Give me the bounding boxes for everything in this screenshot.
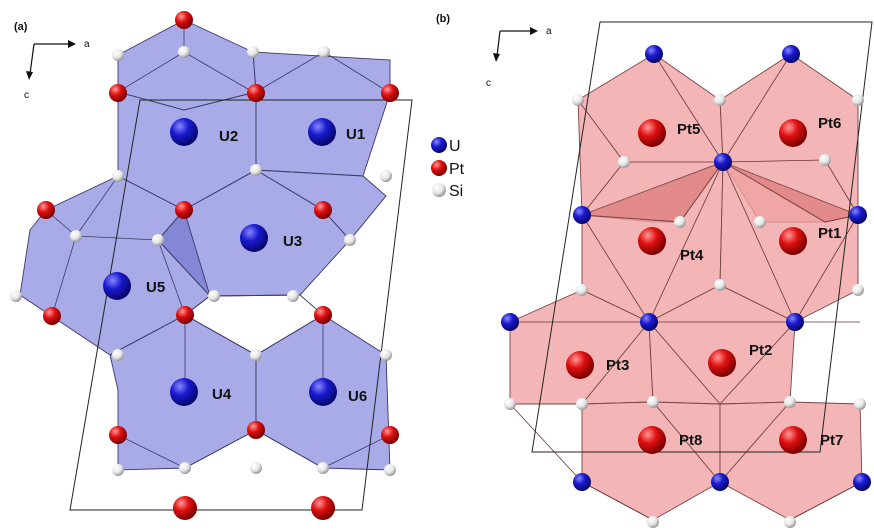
panel-b-unit-cell [531,21,873,453]
panel-b-pt-atoms [566,119,807,454]
legend-pt-swatch [431,160,447,176]
label-u3: U3 [283,233,302,250]
pt-polyhedra [509,53,863,521]
label-pt4: Pt4 [680,247,704,264]
legend-si-label: Si [449,183,463,200]
label-u6: U6 [348,388,367,405]
panel-b-si-atoms [504,94,866,528]
panel-a-tag: (a) [14,21,28,33]
panel-b-axis-a-label: a [546,26,552,37]
panel-a-unit-cell [69,99,413,511]
label-pt6: Pt6 [818,115,841,132]
legend-pt-label: Pt [449,161,465,178]
panel-a-axis-c-label: c [24,90,29,101]
label-u4: U4 [212,386,232,403]
label-pt2: Pt2 [749,342,772,359]
panel-b: (b) a c [436,13,873,528]
panel-b-u-atoms [501,45,871,491]
u-framework-edges [45,20,391,469]
panel-b-site-labels: Pt1 Pt2 Pt3 Pt4 Pt5 Pt6 Pt7 Pt8 [606,115,843,449]
label-pt8: Pt8 [679,432,702,449]
panel-a-axes [26,40,76,80]
legend-u-label: U [449,138,461,155]
panel-a-axis-a-label: a [84,39,90,50]
label-u2: U2 [219,128,238,145]
panel-a-si-atoms [10,46,396,476]
label-u5: U5 [146,279,165,296]
panel-b-tag: (b) [436,13,450,25]
legend-si-swatch [432,183,446,197]
label-pt5: Pt5 [677,121,700,138]
pt-framework-edges [509,53,863,521]
panel-b-axes [493,27,538,62]
panel-a-u-atoms [103,118,337,406]
panel-a-site-labels: U1 U2 U3 U4 U5 U6 [146,126,367,405]
panel-b-axis-c-label: c [486,78,491,89]
label-u1: U1 [346,126,365,143]
u-polyhedra [19,19,391,471]
label-pt3: Pt3 [606,357,629,374]
panel-a: (a) a c [10,11,413,520]
legend-u-swatch [431,137,447,153]
panel-a-pt-atoms [37,11,399,520]
label-pt7: Pt7 [820,432,843,449]
label-pt1: Pt1 [818,225,841,242]
legend: U Pt Si [431,137,465,200]
